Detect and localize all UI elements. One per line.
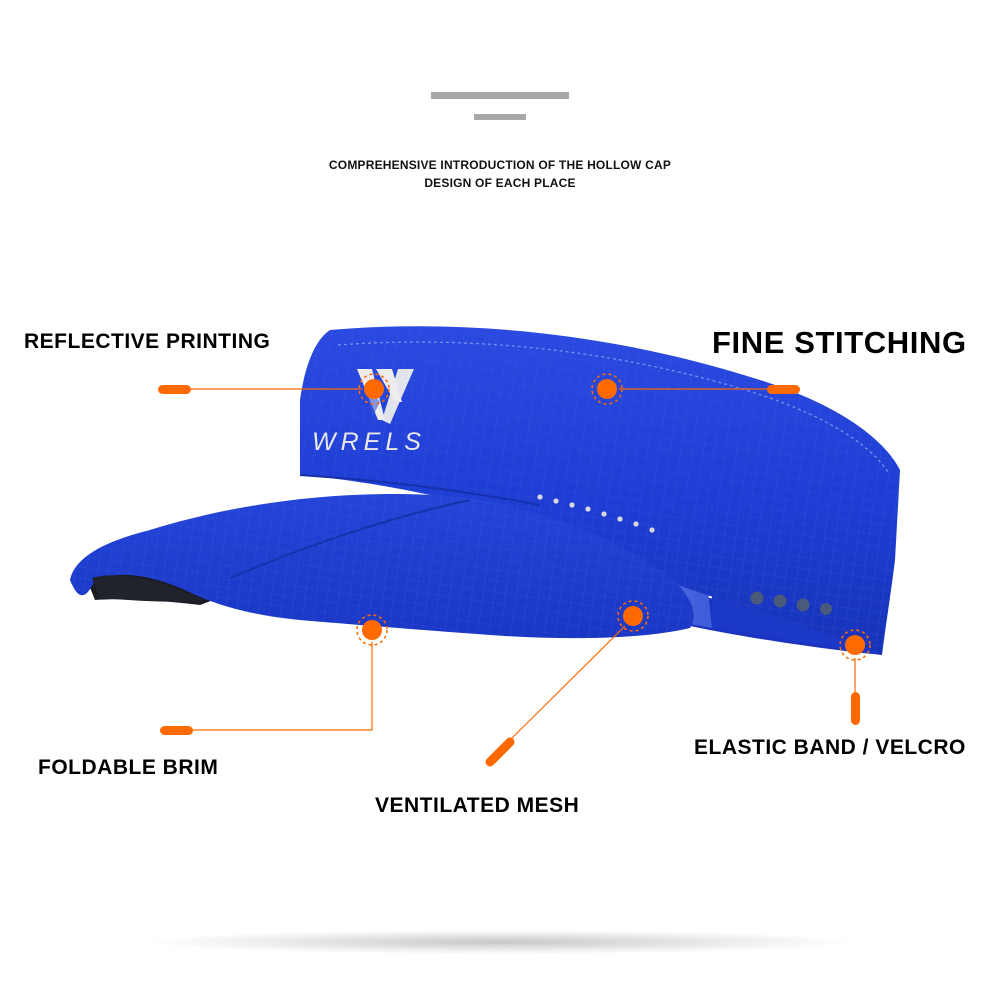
- callout-handle-stitching: [767, 385, 800, 394]
- cap-shadow: [150, 930, 850, 954]
- callout-dot-brim: [362, 620, 382, 640]
- callout-dot-mesh: [623, 606, 643, 626]
- callout-dot-stitching: [597, 379, 617, 399]
- label-fine-stitching: FINE STITCHING: [712, 325, 967, 360]
- logo-text: WRELS: [312, 428, 426, 456]
- intro-line-1: COMPREHENSIVE INTRODUCTION OF THE HOLLOW…: [328, 158, 672, 172]
- callout-dot-elastic: [845, 635, 865, 655]
- intro-line-2: DESIGN OF EACH PLACE: [424, 176, 576, 190]
- callout-handle-elastic: [851, 692, 860, 725]
- label-reflective-printing: REFLECTIVE PRINTING: [24, 330, 271, 353]
- decorative-bar-bottom: [474, 114, 526, 120]
- decorative-bar-top: [431, 92, 569, 99]
- top-stitching: [337, 341, 889, 473]
- callout-dot-reflective: [364, 379, 384, 399]
- callout-handle-reflective: [158, 385, 191, 394]
- label-ventilated-mesh: VENTILATED MESH: [375, 794, 580, 817]
- intro-heading: COMPREHENSIVE INTRODUCTION OF THE HOLLOW…: [250, 156, 750, 192]
- reflective-dots: [537, 494, 655, 533]
- label-elastic-band: ELASTIC BAND / VELCRO: [694, 736, 966, 759]
- callout-handle-mesh: [485, 737, 515, 767]
- band-holes: [750, 591, 832, 615]
- brim-fold-line: [229, 499, 471, 579]
- label-foldable-brim: FOLDABLE BRIM: [38, 756, 219, 779]
- callout-handle-brim: [160, 726, 193, 735]
